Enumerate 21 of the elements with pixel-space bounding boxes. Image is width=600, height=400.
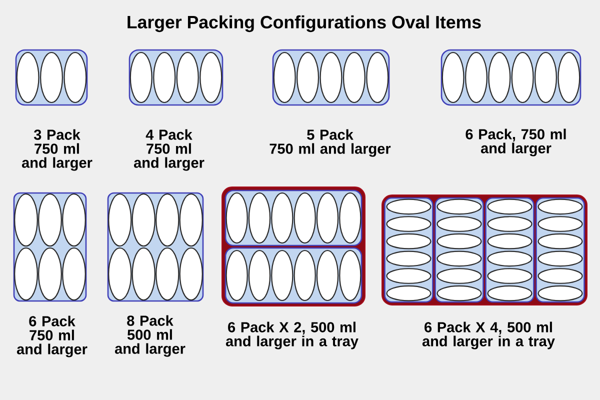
node-label: 6 Pack X 2, 500 ml and larger in a tray — [226, 322, 358, 350]
pack — [128, 49, 224, 106]
node-label: 3 Pack 750 ml and larger — [22, 129, 92, 171]
node-label: 4 Pack 750 ml and larger — [134, 129, 204, 171]
pack — [434, 197, 484, 303]
pack — [536, 197, 585, 303]
pack — [384, 197, 434, 303]
pack — [440, 49, 582, 106]
pack — [224, 247, 362, 304]
node-label: 6 Pack 750 ml and larger — [16, 316, 88, 358]
pack — [485, 197, 534, 303]
pack — [15, 49, 88, 106]
pack — [107, 192, 204, 302]
node-label: 6 Pack X 4, 500 ml and larger in a tray — [422, 322, 555, 350]
node-label: 6 Pack, 750 ml and larger — [466, 128, 566, 156]
pack — [224, 190, 362, 246]
pack — [13, 192, 87, 302]
title: Larger Packing Configurations Oval Items — [128, 15, 481, 32]
node-label: 5 Pack 750 ml and larger — [270, 129, 391, 157]
pack — [272, 49, 390, 106]
node-label: 8 Pack 500 ml and larger — [114, 315, 186, 357]
